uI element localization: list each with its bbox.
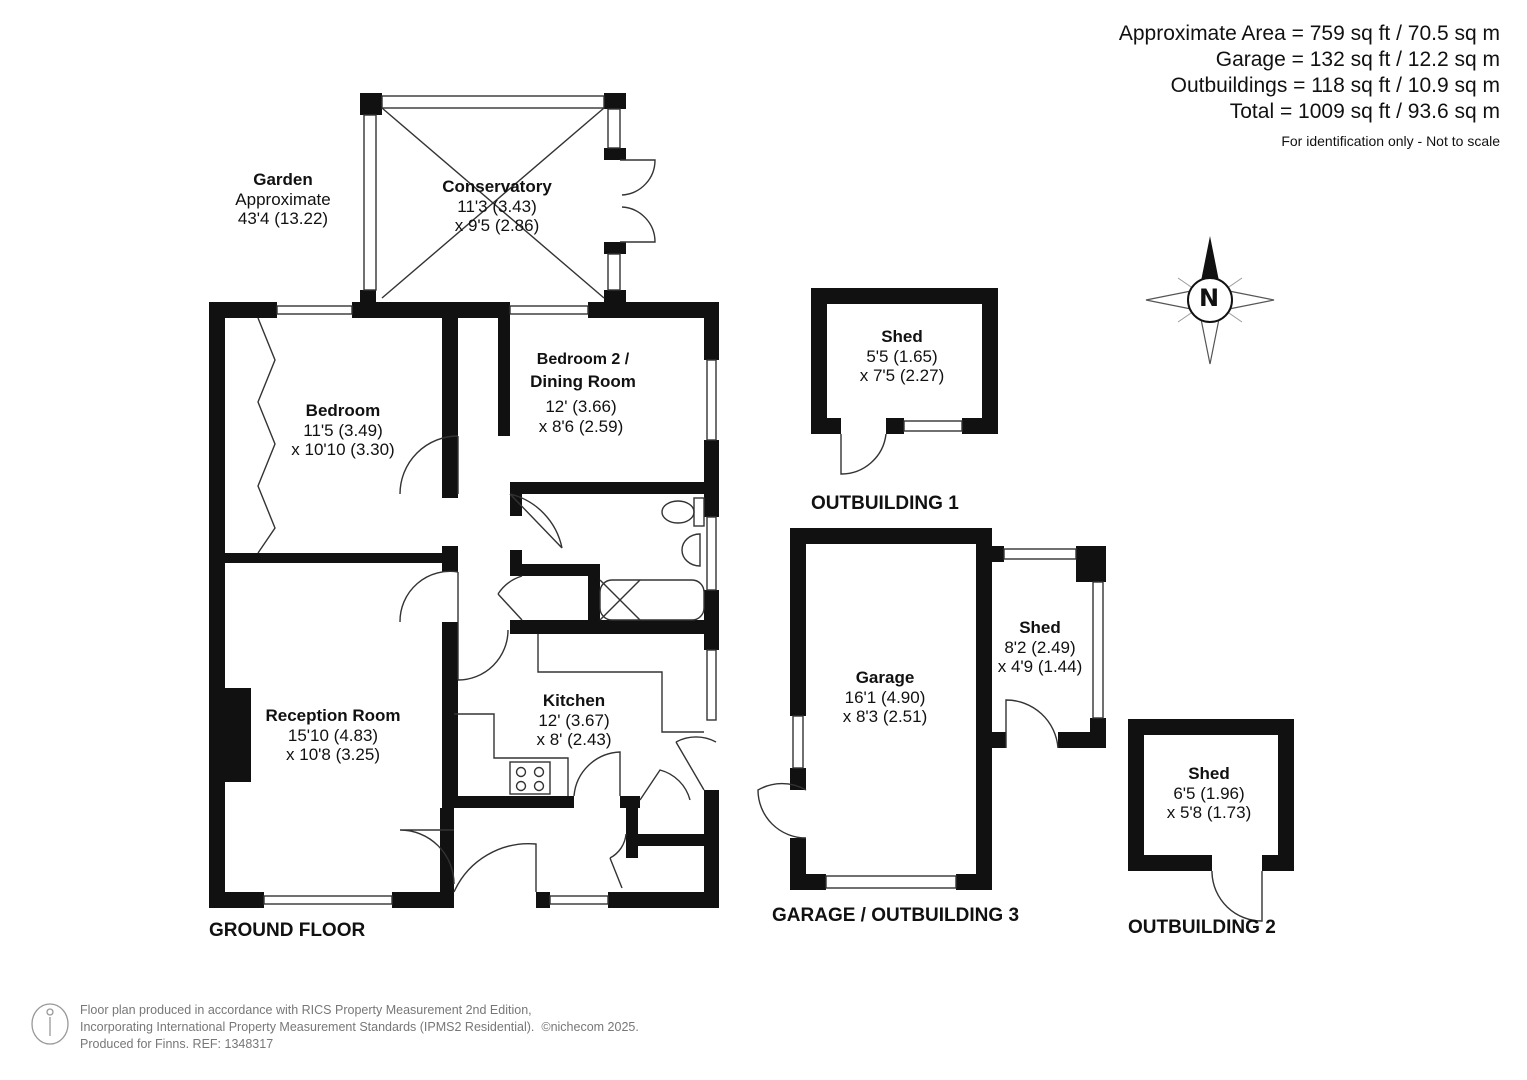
wall-top-left xyxy=(209,302,277,318)
room-reception: Reception Room 15'10 (4.83) x 10'8 (3.25… xyxy=(265,706,401,765)
conservatory-post-tl xyxy=(360,93,382,115)
window-bed2-top xyxy=(509,305,589,315)
wall-left xyxy=(209,302,225,908)
label-outbuilding-1: OUTBUILDING 1 xyxy=(811,493,959,514)
wall-bed2-bottom xyxy=(510,482,719,494)
window-porch-bottom xyxy=(549,895,609,905)
shed1-wall-bm xyxy=(886,418,904,434)
shed2-wall-bl xyxy=(1128,855,1212,871)
wall-right-low xyxy=(704,790,719,908)
window-shed3-top xyxy=(1003,548,1077,560)
person-icon xyxy=(31,1003,69,1045)
window-conservatory-left xyxy=(363,114,377,291)
shed3-wall-bl xyxy=(992,732,1006,748)
room-shed-1: Shed 5'5 (1.65) x 7'5 (2.27) xyxy=(859,327,945,386)
wall-right-top xyxy=(704,302,719,360)
garage-area: Garage = 132 sq ft / 12.2 sq m xyxy=(1215,48,1500,71)
window-conservatory-top xyxy=(381,95,605,109)
label-ground-floor: GROUND FLOOR xyxy=(209,920,366,941)
wall-store-bottom xyxy=(626,834,719,846)
chimney-breast xyxy=(225,688,251,782)
wall-bath-left xyxy=(510,482,522,516)
label-garage-outbuilding-3: GARAGE / OUTBUILDING 3 xyxy=(772,905,1020,926)
wall-top-right xyxy=(588,302,719,318)
wall-bedroom-bottom xyxy=(225,553,458,563)
wall-bottom-left xyxy=(209,892,264,908)
approximate-area: Approximate Area = 759 sq ft / 70.5 sq m xyxy=(1118,22,1500,45)
total-area: Total = 1009 sq ft / 93.6 sq m xyxy=(1229,100,1500,123)
bathtub xyxy=(599,579,705,621)
shed3-wall-bottom xyxy=(1058,732,1106,748)
shed3-wall-top xyxy=(992,546,1004,562)
wall-right-mid1 xyxy=(704,440,719,517)
wall-hall-bottom xyxy=(510,620,719,634)
garage-wall-left-top xyxy=(790,528,806,716)
room-bedroom-2-dims: 12' (3.66) x 8'6 (2.59) xyxy=(538,397,624,436)
label-outbuilding-2: OUTBUILDING 2 xyxy=(1128,917,1276,938)
shed1-wall-right xyxy=(982,288,998,434)
window-conservatory-right1 xyxy=(607,108,621,149)
window-shed1-bottom xyxy=(903,420,963,432)
wall-bottom-right xyxy=(608,892,719,908)
window-garage-left xyxy=(792,715,804,769)
shed1-wall-top xyxy=(811,288,998,304)
shed2-wall-top xyxy=(1128,719,1294,735)
window-reception-bottom xyxy=(263,895,393,905)
compass-rose-icon xyxy=(1145,236,1275,365)
conservatory-post-tr xyxy=(604,93,626,109)
wall-bath-inner xyxy=(588,564,600,634)
window-bedroom-top xyxy=(276,305,353,315)
wall-top-mid xyxy=(352,302,510,318)
window-conservatory-right2 xyxy=(607,253,621,291)
wall-cupboard xyxy=(510,564,600,576)
wall-bedroom-right xyxy=(442,318,458,498)
room-bedroom-2: Bedroom 2 / Dining Room xyxy=(530,351,636,391)
footer-copyright: ©nichecom 2025. xyxy=(541,1019,639,1034)
garage-wall-right xyxy=(976,528,992,890)
footer-text: Floor plan produced in accordance with R… xyxy=(80,1003,639,1051)
compass-label: N xyxy=(1199,284,1220,312)
garage-wall-top xyxy=(790,528,992,544)
wall-store-low xyxy=(626,846,638,858)
wall-reception-right xyxy=(442,622,458,808)
room-garage: Garage 16'1 (4.90) x 8'3 (2.51) xyxy=(842,668,928,727)
wall-kitchen-bottom xyxy=(454,796,574,808)
garage-door xyxy=(825,875,957,889)
garage-wall-bl xyxy=(790,874,826,890)
shed3-wall-tr xyxy=(1076,546,1106,582)
washbasin xyxy=(681,533,701,567)
window-bed2-right xyxy=(706,359,717,441)
wall-bottom-mid xyxy=(392,892,454,908)
conservatory-post-mr xyxy=(604,148,626,160)
conservatory-post-bl xyxy=(360,290,376,304)
garage-wall-br xyxy=(956,874,992,890)
room-garden: Garden Approximate 43'4 (13.22) xyxy=(235,170,331,229)
shed1-wall-bl xyxy=(811,418,841,434)
room-kitchen: Kitchen 12' (3.67) x 8' (2.43) xyxy=(536,691,612,750)
room-bedroom: Bedroom 11'5 (3.49) x 10'10 (3.30) xyxy=(291,401,395,460)
shed1-wall-br xyxy=(962,418,998,434)
toilet xyxy=(661,500,695,524)
conservatory-post-mr2 xyxy=(604,242,626,254)
shed2-wall-br xyxy=(1262,855,1294,871)
hob xyxy=(509,761,551,795)
scale-note: For identification only - Not to scale xyxy=(1281,133,1500,149)
conservatory-post-br xyxy=(604,290,626,304)
window-shed3-right xyxy=(1092,581,1104,719)
wall-cupboard-left xyxy=(510,550,522,576)
window-bath-right xyxy=(706,516,717,591)
shed1-wall-left xyxy=(811,288,827,434)
wall-bottom-porch xyxy=(536,892,550,908)
room-conservatory: Conservatory 11'3 (3.43) x 9'5 (2.86) xyxy=(442,177,552,236)
shed2-wall-left xyxy=(1128,719,1144,871)
room-shed-3: Shed 8'2 (2.49) x 4'9 (1.44) xyxy=(997,618,1083,677)
wall-store xyxy=(626,796,638,836)
window-kitchen-right xyxy=(706,649,717,721)
shed2-wall-right xyxy=(1278,719,1294,871)
room-shed-2: Shed 6'5 (1.96) x 5'8 (1.73) xyxy=(1166,764,1252,823)
wall-bed2-left xyxy=(498,318,510,436)
outbuildings-area: Outbuildings = 118 sq ft / 10.9 sq m xyxy=(1170,74,1500,97)
